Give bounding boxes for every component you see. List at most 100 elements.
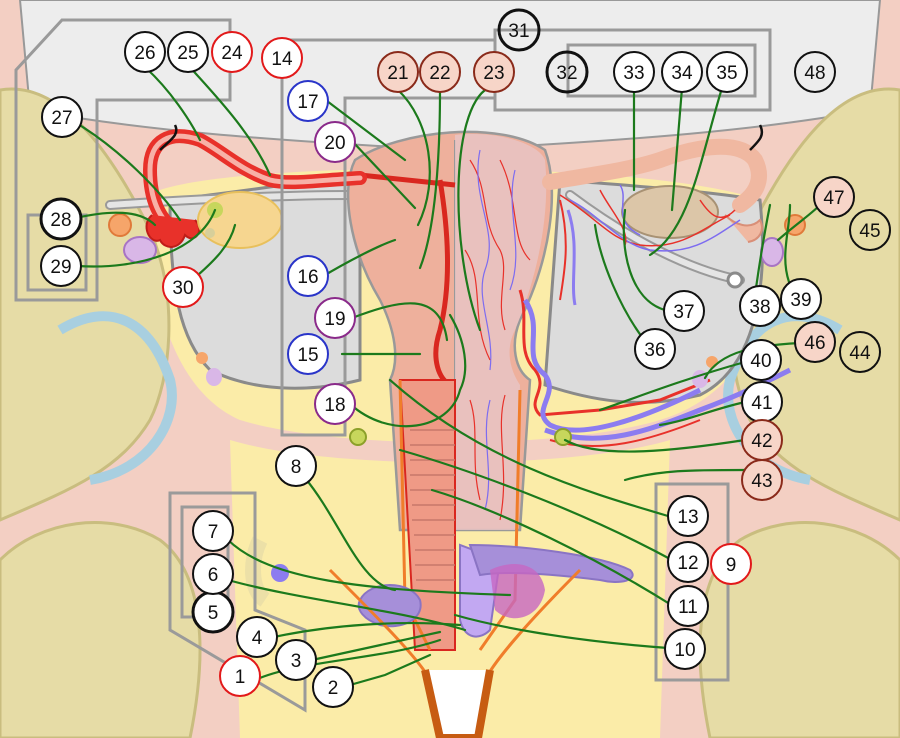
deep-inguinal-ring: [726, 271, 744, 289]
leader-16: [318, 238, 397, 280]
callout-circle: [740, 339, 782, 381]
leader-10: [453, 613, 670, 650]
leader-20: [351, 140, 417, 210]
callout-23: 23: [473, 51, 515, 93]
callout-circle: [849, 209, 891, 251]
callout-circle: [275, 445, 317, 487]
callout-label: 17: [297, 92, 318, 113]
leader-23: [457, 86, 490, 332]
callout-label: 29: [50, 257, 71, 278]
left-ureter: [349, 428, 367, 446]
callout-circle: [710, 543, 752, 585]
uterine-vessel-network: [464, 149, 531, 521]
callout-label: 36: [644, 340, 665, 361]
callout-circle: [314, 383, 356, 425]
callout-circle: [497, 8, 541, 52]
callout-circle: [162, 266, 204, 308]
callout-circle: [661, 51, 703, 93]
callout-19: 19: [314, 297, 356, 339]
left-vein-section: [271, 564, 289, 582]
callout-label: 21: [387, 63, 408, 84]
callout-label: 4: [252, 628, 263, 649]
leader-40: [598, 360, 747, 412]
leader-25: [186, 63, 272, 177]
callout-26: 26: [124, 31, 166, 73]
callout-label: 5: [208, 603, 219, 624]
callout-label: 27: [51, 108, 72, 129]
left-follicle: [205, 228, 215, 238]
callout-circle: [664, 628, 706, 670]
leader-34: [670, 86, 684, 212]
callout-label: 43: [751, 471, 772, 492]
callout-25: 25: [167, 31, 209, 73]
tubal-opening: [359, 172, 456, 188]
callout-label: 23: [483, 63, 504, 84]
callout-18: 18: [314, 383, 356, 425]
leader-7: [226, 538, 512, 597]
callout-label: 28: [50, 210, 71, 231]
callout-label: 15: [297, 345, 318, 366]
callout-label: 33: [623, 63, 644, 84]
right-tube-marker: [749, 124, 764, 151]
callout-circle: [667, 495, 709, 537]
left-lymph-node-lower: [196, 352, 208, 364]
callout-44: 44: [839, 331, 881, 373]
callout-label: 7: [208, 522, 219, 543]
callout-41: 41: [741, 381, 783, 423]
callout-40: 40: [740, 339, 782, 381]
callout-38: 38: [739, 285, 781, 327]
left-lymph-vessel-upper: [123, 236, 157, 264]
callout-21: 21: [377, 51, 419, 93]
uterine-vein: [522, 298, 702, 433]
leader-19: [350, 302, 449, 342]
left-lymph-node-upper: [108, 213, 132, 237]
leader-39: [784, 203, 792, 284]
callout-label: 42: [751, 431, 772, 452]
leader-2: [348, 653, 432, 687]
callout-28: 28: [39, 197, 83, 241]
vestibular-bulb-right: [490, 564, 545, 619]
ovarian-vessel-network: [559, 184, 741, 252]
callout-label: 3: [291, 651, 302, 672]
callout-circle: [794, 51, 836, 93]
callout-27: 27: [41, 96, 83, 138]
callout-circle: [275, 639, 317, 681]
right-lymph-vessel-upper: [760, 237, 784, 267]
callout-6: 6: [192, 553, 234, 595]
left-lymph-vessel-lower: [206, 368, 222, 386]
leader-36: [593, 223, 650, 347]
callout-circle: [211, 31, 253, 73]
callout-circle: [545, 50, 589, 94]
left-ischium: [0, 521, 202, 738]
right-fimbriae: [724, 214, 763, 243]
callout-10: 10: [664, 628, 706, 670]
leader-29: [76, 208, 217, 268]
callout-circle: [41, 96, 83, 138]
callout-circle: [613, 51, 655, 93]
callout-24: 24: [211, 31, 253, 73]
vestibular-bulb-left: [357, 584, 422, 628]
callout-circle: [741, 459, 783, 501]
callout-label: 16: [297, 267, 318, 288]
callout-label: 35: [716, 63, 737, 84]
leader-21: [396, 88, 431, 227]
callout-circle: [377, 51, 419, 93]
callout-22: 22: [419, 51, 461, 93]
callout-label: 47: [823, 188, 844, 209]
callout-label: 19: [324, 309, 345, 330]
uterus: [346, 130, 554, 651]
callout-label: 8: [291, 457, 302, 478]
callout-circle: [314, 121, 356, 163]
callout-17: 17: [287, 80, 329, 122]
callout-30: 30: [162, 266, 204, 308]
callout-label: 13: [677, 507, 698, 528]
callout-circle: [40, 245, 82, 287]
callout-circle: [663, 290, 705, 332]
callout-label: 2: [328, 678, 339, 699]
right-fallopian-tube: [542, 138, 767, 213]
callout-37: 37: [663, 290, 705, 332]
callout-label: 44: [849, 343, 871, 364]
callout-11: 11: [667, 585, 709, 627]
vaginal-canal: [398, 379, 456, 651]
